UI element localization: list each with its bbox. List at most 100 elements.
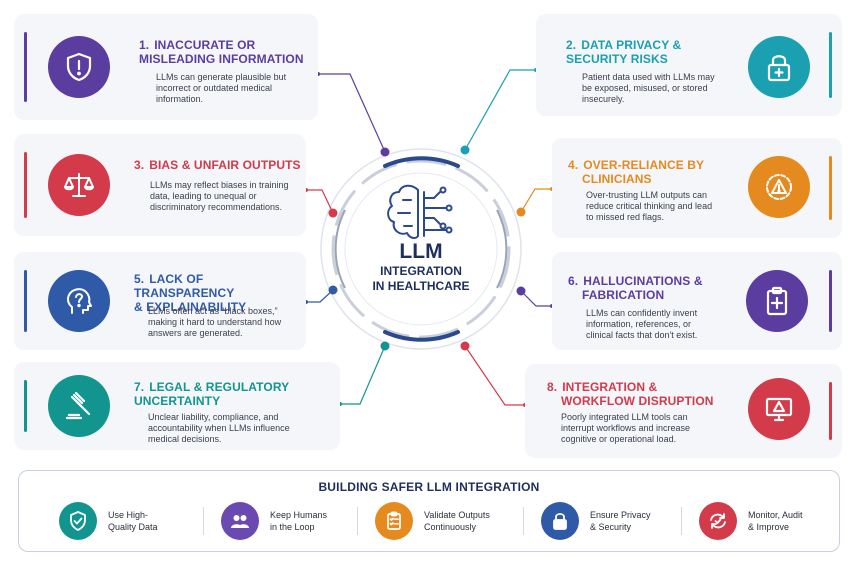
risk-title-4: 4.OVER-RELIANCE BY CLINICIANS (568, 158, 705, 186)
risk-icon-circle-7 (48, 375, 110, 437)
brain-circuit-icon (387, 184, 453, 239)
risk-title-8: 8.INTEGRATION & WORKFLOW DISRUPTION (547, 380, 714, 408)
safer-icon-1 (59, 502, 97, 540)
card-accent-bar (829, 382, 832, 440)
risk-card-3: 3.BIAS & UNFAIR OUTPUTS LLMs may reflect… (14, 134, 306, 236)
connector-5 (306, 289, 334, 303)
risk-icon-circle-3 (48, 154, 110, 216)
risk-card-5: 5.LACK OF TRANSPARENCY & EXPLAINABILITY … (14, 252, 306, 350)
center-title-main: LLM (399, 240, 443, 263)
risk-title-5: 5.LACK OF TRANSPARENCY & EXPLAINABILITY (134, 272, 247, 314)
risk-icon-circle-6 (746, 270, 808, 332)
connector-4 (520, 188, 552, 213)
checklist-icon (387, 511, 401, 530)
risk-card-8: 8.INTEGRATION & WORKFLOW DISRUPTION Poor… (525, 364, 842, 458)
node-2 (460, 145, 470, 155)
safer-item-quality-data: Use High-Quality Data (59, 501, 198, 541)
risk-title-7: 7.LEGAL & REGULATORY UNCERTAINTY (134, 380, 290, 408)
ring-arc-left (334, 209, 346, 289)
center-subtitle-line1: INTEGRATION (380, 264, 462, 278)
node-1 (380, 147, 390, 157)
connector-8 (464, 345, 525, 406)
connector-6 (520, 290, 552, 307)
shield-check-icon (70, 511, 86, 531)
risk-icon-circle-1 (48, 36, 110, 98)
ring-arc-bottom (383, 330, 460, 342)
risk-icon-circle-5 (48, 270, 110, 332)
card-accent-bar (829, 32, 832, 98)
ring-arc-right (496, 209, 508, 289)
connector-7 (340, 345, 386, 405)
clipboard-medical-icon (766, 286, 788, 316)
safer-divider (523, 507, 524, 535)
safer-icon-2 (221, 502, 259, 540)
safer-label-4: Ensure Privacy& Security (590, 510, 651, 532)
center-title: LLM INTEGRATION IN HEALTHCARE (346, 240, 496, 294)
people-icon (231, 515, 249, 528)
center-subtitle-line2: IN HEALTHCARE (372, 279, 470, 293)
risk-icon-circle-2 (748, 36, 810, 98)
risk-title-3: 3.BIAS & UNFAIR OUTPUTS (134, 158, 301, 172)
warning-gear-icon (766, 174, 792, 200)
safer-icon-4 (541, 502, 579, 540)
connector-2 (464, 69, 536, 151)
risk-card-2: 2.DATA PRIVACY & SECURITY RISKS Patient … (536, 14, 842, 116)
outer-ring (320, 148, 522, 350)
safer-label-1: Use High-Quality Data (108, 510, 158, 532)
gavel-icon (65, 391, 91, 420)
node-5 (328, 285, 338, 295)
monitor-alert-icon (765, 397, 793, 422)
risk-desc-5: LLMs often act as “black boxes,”making i… (148, 306, 282, 338)
safer-icon-5 (699, 502, 737, 540)
safer-divider (203, 507, 204, 535)
risk-card-7: 7.LEGAL & REGULATORY UNCERTAINTY Unclear… (14, 362, 340, 450)
risk-card-1: 1.INACCURATE OR MISLEADING INFORMATION L… (14, 14, 318, 120)
node-3 (328, 208, 338, 218)
middle-ring (331, 159, 511, 339)
risk-title-2: 2.DATA PRIVACY & SECURITY RISKS (566, 38, 682, 66)
risk-card-4: 4.OVER-RELIANCE BY CLINICIANS Over-trust… (552, 138, 842, 238)
safer-divider (681, 507, 682, 535)
card-accent-bar (24, 152, 27, 218)
safer-divider (357, 507, 358, 535)
head-question-icon (67, 288, 92, 314)
ring-arc-top (383, 156, 460, 168)
safer-label-5: Monitor, Audit& Improve (748, 510, 803, 532)
shield-warning-icon (66, 52, 92, 82)
scales-icon (64, 173, 94, 197)
risk-icon-circle-4 (748, 156, 810, 218)
card-accent-bar (829, 156, 832, 220)
risk-card-6: 6.HALLUCINATIONS & FABRICATION LLMs can … (552, 252, 842, 350)
node-7 (380, 341, 390, 351)
safer-icon-3 (375, 502, 413, 540)
safer-item-privacy-security: Ensure Privacy& Security (541, 501, 680, 541)
safer-item-monitor-audit: Monitor, Audit& Improve (699, 501, 838, 541)
card-accent-bar (829, 270, 832, 332)
risk-title-1: 1.INACCURATE OR MISLEADING INFORMATION (139, 38, 304, 66)
inner-ring (344, 172, 498, 326)
node-4 (516, 207, 526, 217)
refresh-check-icon (710, 513, 726, 529)
node-8 (460, 341, 470, 351)
lock-icon (553, 513, 567, 530)
risk-icon-circle-8 (748, 378, 810, 440)
node-6 (516, 286, 526, 296)
card-accent-bar (24, 380, 27, 432)
padlock-icon (767, 55, 791, 82)
safer-integration-panel: BUILDING SAFER LLM INTEGRATION Use High-… (18, 470, 840, 552)
connector-3 (306, 189, 334, 214)
risk-title-6: 6.HALLUCINATIONS & FABRICATION (568, 274, 703, 302)
connector-1 (318, 73, 386, 153)
